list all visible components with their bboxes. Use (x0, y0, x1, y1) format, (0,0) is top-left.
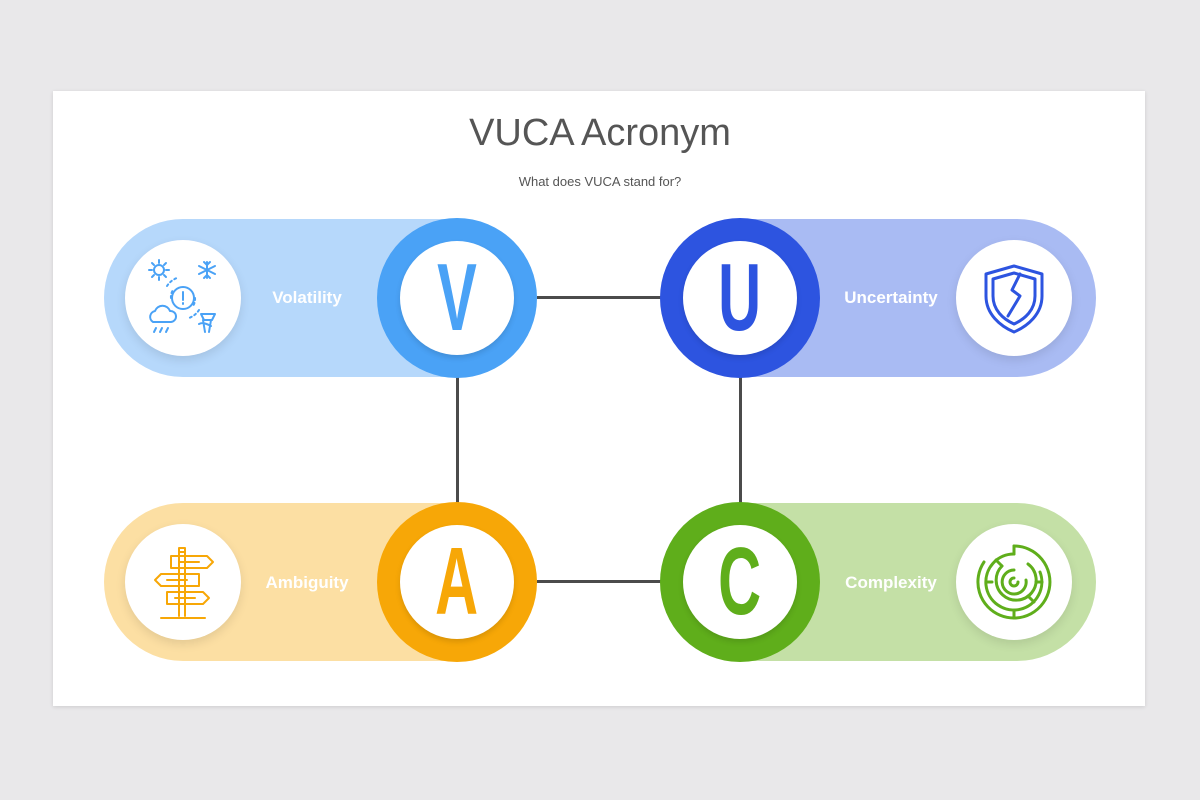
letter-u: U (718, 244, 762, 351)
letter-a-circle: A (400, 525, 514, 639)
weather-alert-icon (125, 240, 241, 356)
signpost-icon (125, 524, 241, 640)
ambiguity-label: Ambiguity (265, 573, 349, 592)
letter-a: A (435, 528, 479, 635)
connector-left (456, 377, 459, 504)
letter-v: V (437, 244, 477, 351)
letter-u-badge: U (660, 218, 820, 378)
connector-bottom (537, 580, 663, 583)
complexity-label: Complexity (845, 573, 937, 592)
volatility-label: Volatility (272, 288, 342, 307)
letter-c-circle: C (683, 525, 797, 639)
page-title: VUCA Acronym (469, 112, 731, 154)
letter-v-circle: V (400, 241, 514, 355)
page-subtitle: What does VUCA stand for? (518, 174, 682, 189)
cracked-shield-icon (956, 240, 1072, 356)
connector-right (739, 377, 742, 504)
letter-v-badge: V (377, 218, 537, 378)
letter-c-badge: C (660, 502, 820, 662)
letter-c: C (718, 528, 762, 635)
maze-icon (956, 524, 1072, 640)
connector-top (537, 296, 663, 299)
letter-u-circle: U (683, 241, 797, 355)
uncertainty-label: Uncertainty (844, 288, 938, 307)
letter-a-badge: A (377, 502, 537, 662)
